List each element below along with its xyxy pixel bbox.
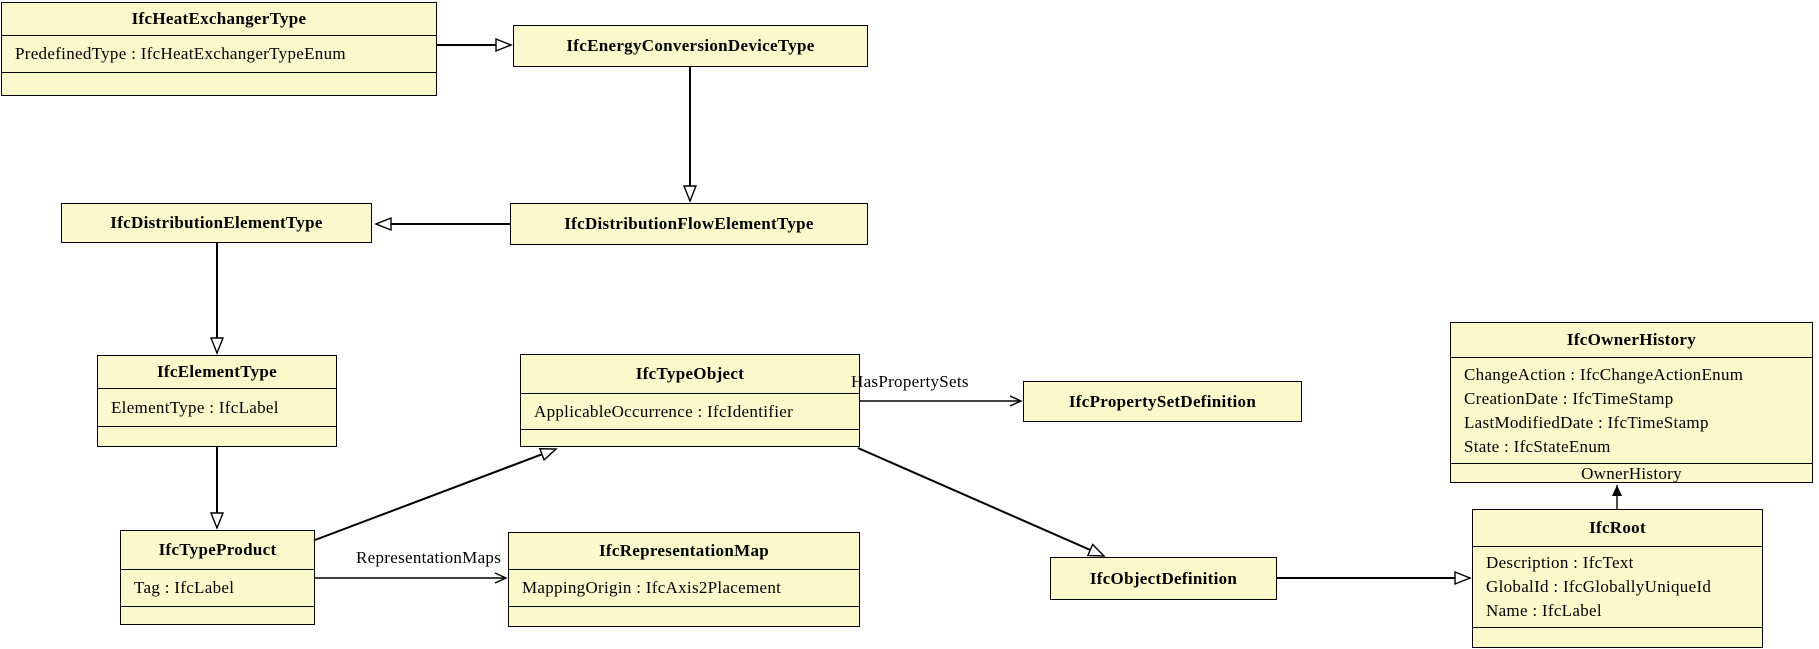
class-box-ifc-element-type: IfcElementType ElementType : IfcLabel	[97, 355, 337, 447]
class-box-ifc-representation-map: IfcRepresentationMap MappingOrigin : Ifc…	[508, 532, 860, 627]
class-attribute: ElementType : IfcLabel	[111, 397, 279, 417]
class-box-ifc-type-product: IfcTypeProduct Tag : IfcLabel	[120, 530, 315, 625]
class-attribute: GlobalId : IfcGloballyUniqueId	[1486, 577, 1712, 596]
class-title: IfcRepresentationMap	[599, 541, 769, 560]
class-attribute: MappingOrigin : IfcAxis2Placement	[522, 578, 782, 597]
edge-label-has-property-sets: HasPropertySets	[851, 372, 969, 391]
class-footer-compartment	[521, 429, 859, 446]
class-attribute: Name : IfcLabel	[1486, 601, 1602, 620]
class-attribute: State : IfcStateEnum	[1464, 436, 1611, 456]
class-footer-compartment	[121, 606, 314, 624]
class-box-ifc-root: IfcRoot Description : IfcText GlobalId :…	[1472, 509, 1763, 648]
class-attribute: ChangeAction : IfcChangeActionEnum	[1464, 364, 1744, 384]
class-footer-ownerhistory-label: OwnerHistory	[1451, 463, 1812, 484]
class-footer-compartment	[509, 606, 859, 626]
class-footer-compartment	[2, 72, 436, 95]
class-title: IfcOwnerHistory	[1566, 330, 1697, 349]
class-attribute: Tag : IfcLabel	[134, 578, 235, 597]
class-box-ifc-owner-history: IfcOwnerHistory ChangeAction : IfcChange…	[1450, 322, 1813, 483]
class-title: IfcHeatExchangerType	[131, 9, 307, 28]
class-box-ifc-heat-exchanger-type: IfcHeatExchangerType PredefinedType : If…	[1, 2, 437, 96]
class-attributes: ElementType : IfcLabel	[98, 388, 336, 426]
class-title: IfcDistributionFlowElementType	[564, 214, 814, 233]
class-attribute: Description : IfcText	[1486, 553, 1634, 572]
class-title: IfcEnergyConversionDeviceType	[566, 36, 815, 55]
edge-label-representation-maps: RepresentationMaps	[356, 548, 502, 567]
class-attribute: ApplicableOccurrence : IfcIdentifier	[534, 401, 794, 421]
class-box-ifc-distribution-element-type: IfcDistributionElementType	[61, 203, 372, 243]
class-attributes: ApplicableOccurrence : IfcIdentifier	[521, 393, 859, 429]
class-title: IfcRoot	[1589, 518, 1646, 537]
edge-typeproduct-to-typeobject	[314, 447, 558, 541]
class-attributes: Description : IfcText GlobalId : IfcGlob…	[1473, 546, 1762, 627]
class-title: IfcTypeProduct	[158, 540, 277, 559]
class-footer-compartment	[1473, 627, 1762, 647]
class-title: IfcDistributionElementType	[110, 213, 323, 232]
class-attribute: LastModifiedDate : IfcTimeStamp	[1464, 412, 1709, 432]
class-box-ifc-energy-conversion-device-type: IfcEnergyConversionDeviceType	[513, 25, 868, 67]
class-title: IfcElementType	[156, 362, 278, 381]
class-attributes: MappingOrigin : IfcAxis2Placement	[509, 569, 859, 606]
class-box-ifc-type-object: IfcTypeObject ApplicableOccurrence : Ifc…	[520, 354, 860, 447]
class-title: IfcPropertySetDefinition	[1068, 391, 1257, 411]
class-attributes: PredefinedType : IfcHeatExchangerTypeEnu…	[2, 35, 436, 72]
class-attributes: ChangeAction : IfcChangeActionEnum Creat…	[1451, 357, 1812, 463]
class-attributes: Tag : IfcLabel	[121, 569, 314, 606]
class-footer-compartment	[98, 426, 336, 446]
class-title: IfcTypeObject	[635, 364, 745, 383]
class-attribute: PredefinedType : IfcHeatExchangerTypeEnu…	[15, 44, 346, 63]
class-attribute: CreationDate : IfcTimeStamp	[1464, 388, 1674, 408]
edge-typeobject-to-objectdefinition	[857, 447, 1106, 557]
class-box-ifc-object-definition: IfcObjectDefinition	[1050, 557, 1277, 600]
class-box-ifc-property-set-definition: IfcPropertySetDefinition	[1023, 381, 1302, 422]
class-box-ifc-distribution-flow-element-type: IfcDistributionFlowElementType	[510, 203, 868, 245]
class-title: IfcObjectDefinition	[1089, 568, 1238, 588]
